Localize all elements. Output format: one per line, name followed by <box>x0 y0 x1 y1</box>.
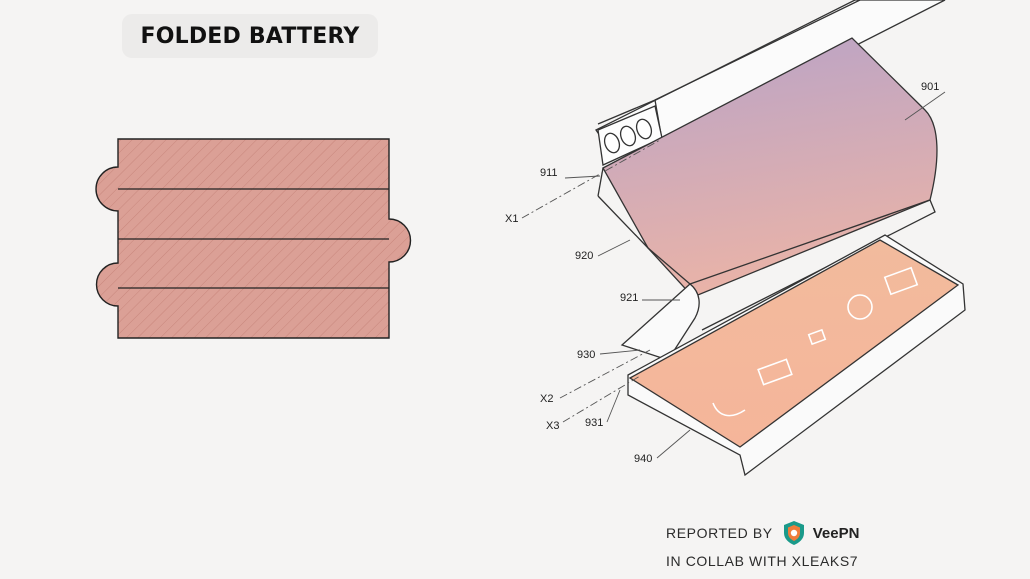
callout-x2: X2 <box>540 393 553 405</box>
collab-label: IN COLLAB WITH XLEAKS7 <box>666 553 859 569</box>
gallery-icon <box>807 328 827 346</box>
reported-by-row: REPORTED BY VeePN <box>666 520 859 546</box>
title-badge: FOLDED BATTERY <box>122 14 378 58</box>
globe-icon <box>847 294 873 320</box>
callout-911: 911 <box>540 167 558 179</box>
veepn-shield-icon <box>783 521 804 545</box>
upper-display <box>602 37 938 298</box>
camera-lens-3-icon <box>635 118 653 140</box>
phone-icon <box>712 402 746 417</box>
leader-lines <box>521 91 946 459</box>
callout-921: 921 <box>620 292 638 304</box>
callout-x3: X3 <box>546 420 559 432</box>
reported-by-label: REPORTED BY <box>666 525 773 541</box>
credit-block: REPORTED BY VeePN IN COLLAB WITH XLEAKS7 <box>666 520 859 574</box>
callout-901: 901 <box>921 81 939 93</box>
top-housing-edge <box>654 0 861 101</box>
camera-module <box>597 105 663 166</box>
fold-left-edge <box>597 195 691 285</box>
callout-931: 931 <box>585 417 603 429</box>
lower-display <box>628 239 960 448</box>
callout-920: 920 <box>575 250 593 262</box>
callout-940: 940 <box>634 453 652 465</box>
app-icons <box>712 266 919 417</box>
brand-name: VeePN <box>812 524 860 542</box>
callout-930: 930 <box>577 349 595 361</box>
middle-fold <box>620 283 700 361</box>
message-icon <box>757 358 793 386</box>
foldable-phone-drawing <box>521 0 966 477</box>
collab-row: IN COLLAB WITH XLEAKS7 <box>666 548 859 574</box>
folded-battery-diagram <box>95 138 412 339</box>
camera-lens-2-icon <box>619 125 637 147</box>
mail-icon <box>883 266 919 296</box>
page-title: FOLDED BATTERY <box>140 23 360 49</box>
camera-lens-1-icon <box>603 132 621 154</box>
callout-x1: X1 <box>505 213 518 225</box>
